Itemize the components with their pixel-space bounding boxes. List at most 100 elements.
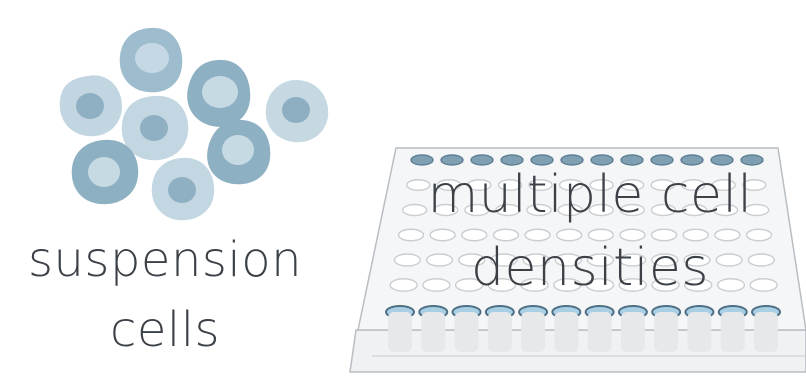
well [620, 154, 644, 166]
well [714, 228, 741, 242]
well [682, 228, 709, 242]
well [558, 179, 584, 191]
well-tube [587, 312, 612, 352]
suspension-cell [71, 139, 139, 205]
well [457, 253, 486, 267]
suspension-cell [151, 157, 215, 221]
well [650, 154, 674, 166]
well-tube [421, 312, 446, 352]
well [495, 203, 521, 217]
well [618, 253, 647, 267]
well [440, 154, 464, 166]
well [715, 253, 743, 267]
well [589, 179, 614, 191]
well-tube [720, 312, 745, 352]
well [684, 278, 713, 292]
well-plate-icon [349, 147, 806, 373]
well [497, 179, 523, 191]
well [490, 253, 518, 267]
well-tube [521, 312, 546, 352]
well [745, 228, 773, 242]
well-tube [454, 312, 479, 352]
well [422, 278, 451, 292]
cell-densities-caption-line1: multiple cell [427, 165, 753, 225]
suspension-cell [207, 120, 271, 185]
well [492, 228, 520, 242]
cell-densities-caption-line2: densities [471, 238, 709, 298]
well [526, 203, 552, 217]
well [711, 179, 736, 191]
well [454, 278, 484, 292]
well [618, 278, 647, 292]
suspension-cells-caption-line2: cells [109, 302, 221, 358]
well-tube [754, 312, 778, 352]
well [650, 203, 677, 217]
well [520, 278, 549, 292]
well [470, 154, 494, 166]
suspension-cell [59, 75, 122, 137]
well [436, 179, 462, 191]
well [740, 154, 764, 166]
well [619, 228, 646, 242]
well [650, 228, 678, 242]
well [410, 154, 434, 166]
cell-cluster-icon [59, 27, 329, 221]
suspension-cell [265, 80, 329, 143]
well [588, 203, 614, 217]
suspension-cell [121, 95, 189, 161]
well-tube [554, 312, 579, 352]
well [500, 154, 524, 166]
well [429, 228, 456, 242]
well [522, 253, 550, 267]
well [464, 203, 490, 217]
well [393, 253, 422, 267]
well [433, 203, 459, 217]
well [619, 203, 646, 217]
well-tube [487, 312, 512, 352]
well [619, 179, 645, 191]
well [742, 179, 767, 191]
well-tube [687, 312, 712, 352]
well [680, 154, 704, 166]
well-grid [389, 154, 778, 292]
well [749, 278, 778, 292]
well [524, 228, 551, 242]
well [681, 179, 706, 191]
well-tube [654, 312, 679, 352]
well [651, 253, 679, 267]
well [712, 203, 739, 217]
suspension-cells-caption-line1: suspension [28, 232, 302, 288]
well [406, 179, 431, 191]
well [554, 253, 582, 267]
well [555, 228, 583, 242]
well [560, 154, 584, 166]
well-tube [388, 312, 412, 352]
well [747, 253, 776, 267]
well [683, 253, 711, 267]
well [467, 179, 492, 191]
well [530, 154, 554, 166]
well [681, 203, 708, 217]
well [587, 228, 615, 242]
suspension-cell [119, 27, 183, 93]
well [401, 203, 428, 217]
well [586, 253, 615, 267]
well [553, 278, 582, 292]
well [461, 228, 488, 242]
well [557, 203, 583, 217]
well [710, 154, 734, 166]
well [650, 179, 675, 191]
well [528, 179, 553, 191]
suspension-cell [187, 59, 251, 127]
well-tube [620, 312, 645, 352]
well [389, 278, 418, 292]
well [425, 253, 454, 267]
well [590, 154, 614, 166]
well [716, 278, 746, 292]
well [397, 228, 425, 242]
well [585, 278, 615, 292]
well [487, 278, 517, 292]
well [743, 203, 770, 217]
well [651, 278, 680, 292]
